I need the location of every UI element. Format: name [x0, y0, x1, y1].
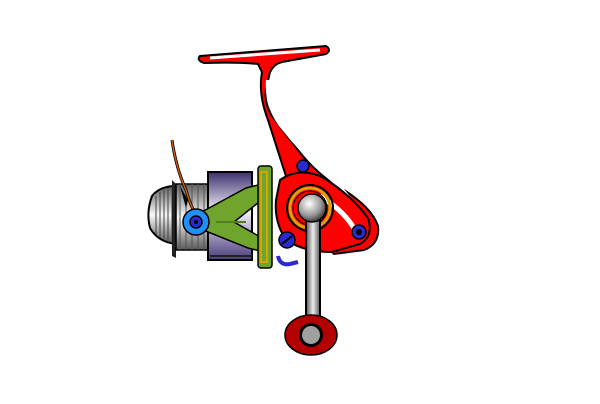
- screw: [296, 159, 310, 173]
- rotor: [197, 165, 273, 269]
- screw: [351, 224, 367, 240]
- line-roller: [182, 208, 210, 236]
- drag-knob: [147, 180, 177, 258]
- crank-handle: [297, 193, 327, 331]
- anti-reverse-switch: [276, 231, 299, 267]
- handle-knob: [284, 314, 338, 356]
